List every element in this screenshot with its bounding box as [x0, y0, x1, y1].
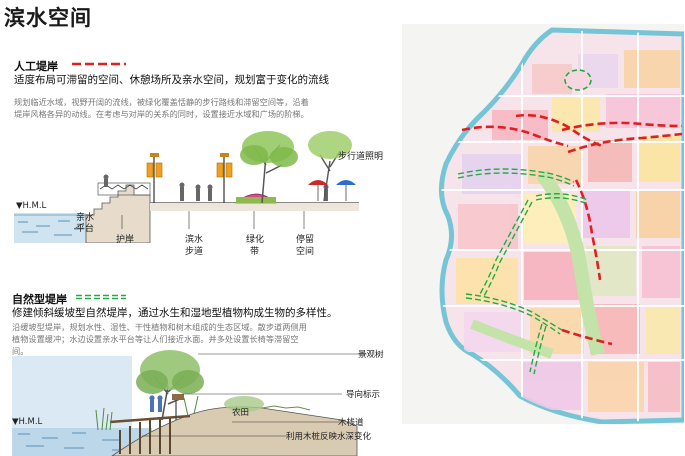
label-hml-natural: ▼H.M.L	[12, 417, 43, 427]
label-greenbelt-1: 绿化	[246, 235, 265, 245]
label-hml-artificial: ▼H.M.L	[16, 201, 47, 211]
label-landscape-tree: 景观树	[358, 350, 384, 360]
label-stay-1: 停留	[296, 235, 315, 245]
natural-summary: 修建倾斜缓坡型自然堤岸，通过水生和湿地型植物构成生物的多样性。	[12, 307, 338, 319]
artificial-heading: 人工堤岸	[14, 60, 58, 73]
label-boardwalk: 木栈道	[338, 418, 364, 428]
label-walk-light: 步行道照明	[338, 152, 384, 162]
label-stay-2: 空间	[296, 247, 315, 257]
natural-desc-1: 沿缓坡型堤岸，规划水性、湿性、干性植物和树木组成的生态区域。散步道两侧用	[12, 322, 307, 332]
natural-desc-2: 植物设置缓冲；水边设置亲水平台等让人们接近水面。并多处设置长椅等滞留空	[12, 334, 299, 344]
page-title: 滨水空间	[4, 6, 92, 30]
label-greenbelt-2: 带	[250, 247, 260, 257]
label-revetment: 护岸	[116, 235, 135, 245]
artificial-desc-2: 堤岸风格各异的动线。在考虑与对岸的关系的同时，设置接近水域和广场的阶梯。	[14, 109, 309, 119]
label-promenade-2: 步道	[185, 247, 204, 257]
green-dash-legend	[76, 294, 126, 300]
label-stakes: 利用木桩反映水深变化	[286, 432, 372, 442]
label-platform-1: 亲水	[76, 213, 95, 223]
label-promenade-1: 滨水	[185, 235, 204, 245]
label-farmland: 农田	[232, 408, 250, 418]
natural-section-drawing	[12, 350, 367, 456]
artificial-desc-1: 规划临近水域，视野开阔的流线，被绿化覆盖恬静的步行路线和滞留空间等，沿着	[14, 97, 309, 107]
artificial-section-drawing	[14, 131, 359, 243]
natural-heading: 自然型堤岸	[12, 293, 67, 306]
label-guide-sign: 导向标示	[346, 390, 381, 400]
artificial-summary: 适度布局可滞留的空间、休憩场所及亲水空间，规划富于变化的流线	[14, 74, 329, 86]
district-map	[402, 24, 684, 424]
label-platform-2: 平台	[76, 224, 95, 234]
red-dash-legend	[72, 62, 126, 66]
natural-desc-3: 间。	[12, 346, 29, 356]
